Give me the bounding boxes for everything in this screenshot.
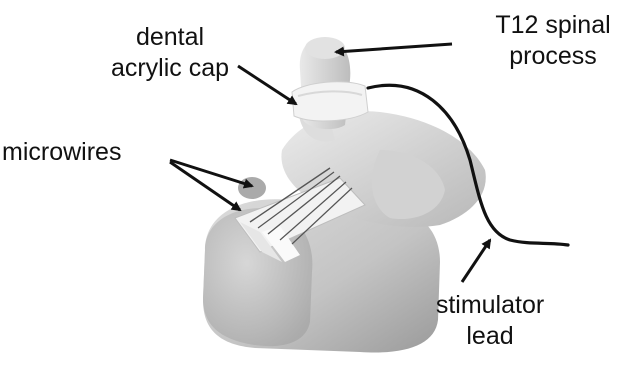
dental-acrylic-cap xyxy=(292,82,368,121)
label-dental-line2: acrylic cap xyxy=(80,53,260,84)
arrow-stimulator xyxy=(462,240,490,282)
arrow-t12 xyxy=(336,44,452,52)
label-stim-line1: stimulator xyxy=(410,290,570,321)
label-t12-spinal-process: T12 spinal process xyxy=(478,10,628,72)
arrow-microwires-1 xyxy=(170,160,252,186)
label-stimulator-lead: stimulator lead xyxy=(410,290,570,352)
label-microwires: microwires xyxy=(2,137,162,168)
label-stim-line2: lead xyxy=(410,321,570,352)
label-t12-line1: T12 spinal xyxy=(478,10,628,41)
arrow-microwires-2 xyxy=(170,162,240,210)
label-dental-line1: dental xyxy=(80,22,260,53)
label-t12-line2: process xyxy=(478,41,628,72)
label-dental-acrylic-cap: dental acrylic cap xyxy=(80,22,260,84)
